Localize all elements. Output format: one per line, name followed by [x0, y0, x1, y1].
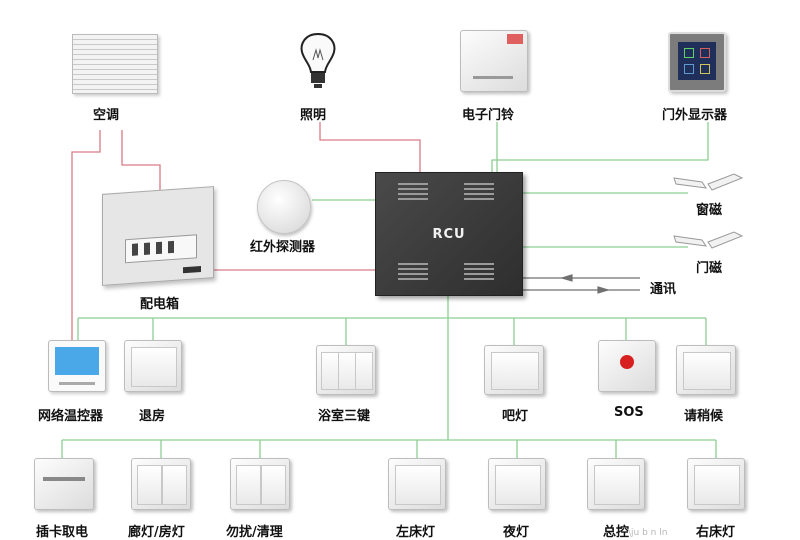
rcu-vent [464, 263, 494, 265]
bath-switch-icon [316, 345, 376, 395]
rcu-vent [464, 193, 494, 195]
distribution-box-icon [102, 186, 214, 286]
breaker-row [125, 234, 197, 264]
dnd-clean-label: 勿扰/清理 [226, 525, 283, 540]
box-label-plate [183, 265, 201, 274]
doorbell-icon [460, 30, 528, 92]
aircon-power-line [71, 130, 101, 340]
light-bulb-icon [300, 32, 336, 88]
rcu-vent [398, 278, 428, 280]
door-display-screen [678, 42, 716, 80]
rcu-vent [464, 188, 494, 190]
master-switch-icon [587, 458, 645, 510]
right-bed-light-label: 右床灯 [696, 525, 736, 540]
window-sensor-icon [673, 173, 744, 191]
right-bed-light-switch-icon [687, 458, 745, 510]
rcu-vent [398, 263, 428, 265]
aircon-control-line [121, 130, 161, 190]
doorbell-slot [473, 76, 513, 79]
sos-button-icon [598, 340, 656, 392]
corridor-room-switch-icon [131, 458, 191, 510]
rcu-vent [398, 193, 428, 195]
window-sensor-label: 窗磁 [696, 203, 723, 218]
aircon-icon [72, 34, 158, 94]
rcu-vent [464, 183, 494, 185]
left-bed-light-switch-icon [388, 458, 446, 510]
doorbell-label: 电子门铃 [462, 108, 515, 123]
bar-light-switch-icon [484, 345, 544, 395]
rcu-vent [398, 183, 428, 185]
left-bed-light-label: 左床灯 [396, 525, 436, 540]
bar-light-label: 吧灯 [502, 409, 529, 424]
night-light-switch-icon [488, 458, 546, 510]
rcu-vent [464, 278, 494, 280]
lighting-line [319, 122, 421, 172]
checkout-label: 退房 [139, 409, 166, 424]
rcu-vent [464, 198, 494, 200]
wait-request-switch-icon [676, 345, 736, 395]
door-sensor-label: 门磁 [696, 261, 723, 276]
comm-lines [521, 274, 640, 294]
thermostat-screen [55, 347, 99, 375]
display-indicator-icon [700, 48, 710, 58]
watermark: \ju b n ln [628, 528, 668, 538]
rcu-vent [398, 198, 428, 200]
wait-request-label: 请稍候 [684, 409, 724, 424]
rcu-vent [398, 273, 428, 275]
rcu-controller: RCU [375, 172, 523, 296]
display-indicator-icon [684, 64, 694, 74]
thermostat-icon [48, 340, 106, 392]
card-power-switch-icon [34, 458, 94, 510]
bus-lines [61, 122, 717, 458]
ir-detector-label: 红外探测器 [250, 240, 316, 255]
master-switch-label: 总控 [603, 525, 630, 540]
rcu-vent [398, 188, 428, 190]
comm-label: 通讯 [650, 282, 677, 297]
door-display-label: 门外显示器 [662, 108, 728, 123]
rcu-label: RCU [432, 227, 466, 242]
sos-red-button [620, 355, 634, 369]
bath-switch-label: 浴室三键 [318, 409, 371, 424]
door-display-icon [668, 32, 726, 92]
card-slot [43, 477, 85, 481]
dnd-clean-switch-icon [230, 458, 290, 510]
display-indicator-icon [684, 48, 694, 58]
sos-label: SOS [614, 405, 644, 420]
rcu-vent [464, 268, 494, 270]
distribution-box-label: 配电箱 [140, 297, 180, 312]
corridor-room-label: 廊灯/房灯 [128, 525, 185, 540]
rcu-vent [464, 273, 494, 275]
doorbell-indicator [507, 34, 523, 44]
card-power-label: 插卡取电 [36, 525, 89, 540]
door-sensor-icon [673, 231, 744, 249]
display-indicator-icon [700, 64, 710, 74]
thermostat-buttons [59, 382, 95, 385]
rcu-vent [398, 268, 428, 270]
power-lines [71, 122, 421, 340]
thermostat-label: 网络温控器 [38, 409, 104, 424]
aircon-label: 空调 [93, 108, 120, 123]
night-light-label: 夜灯 [503, 525, 530, 540]
checkout-switch-icon [124, 340, 182, 392]
lighting-label: 照明 [300, 108, 327, 123]
ir-detector-icon [257, 180, 311, 234]
